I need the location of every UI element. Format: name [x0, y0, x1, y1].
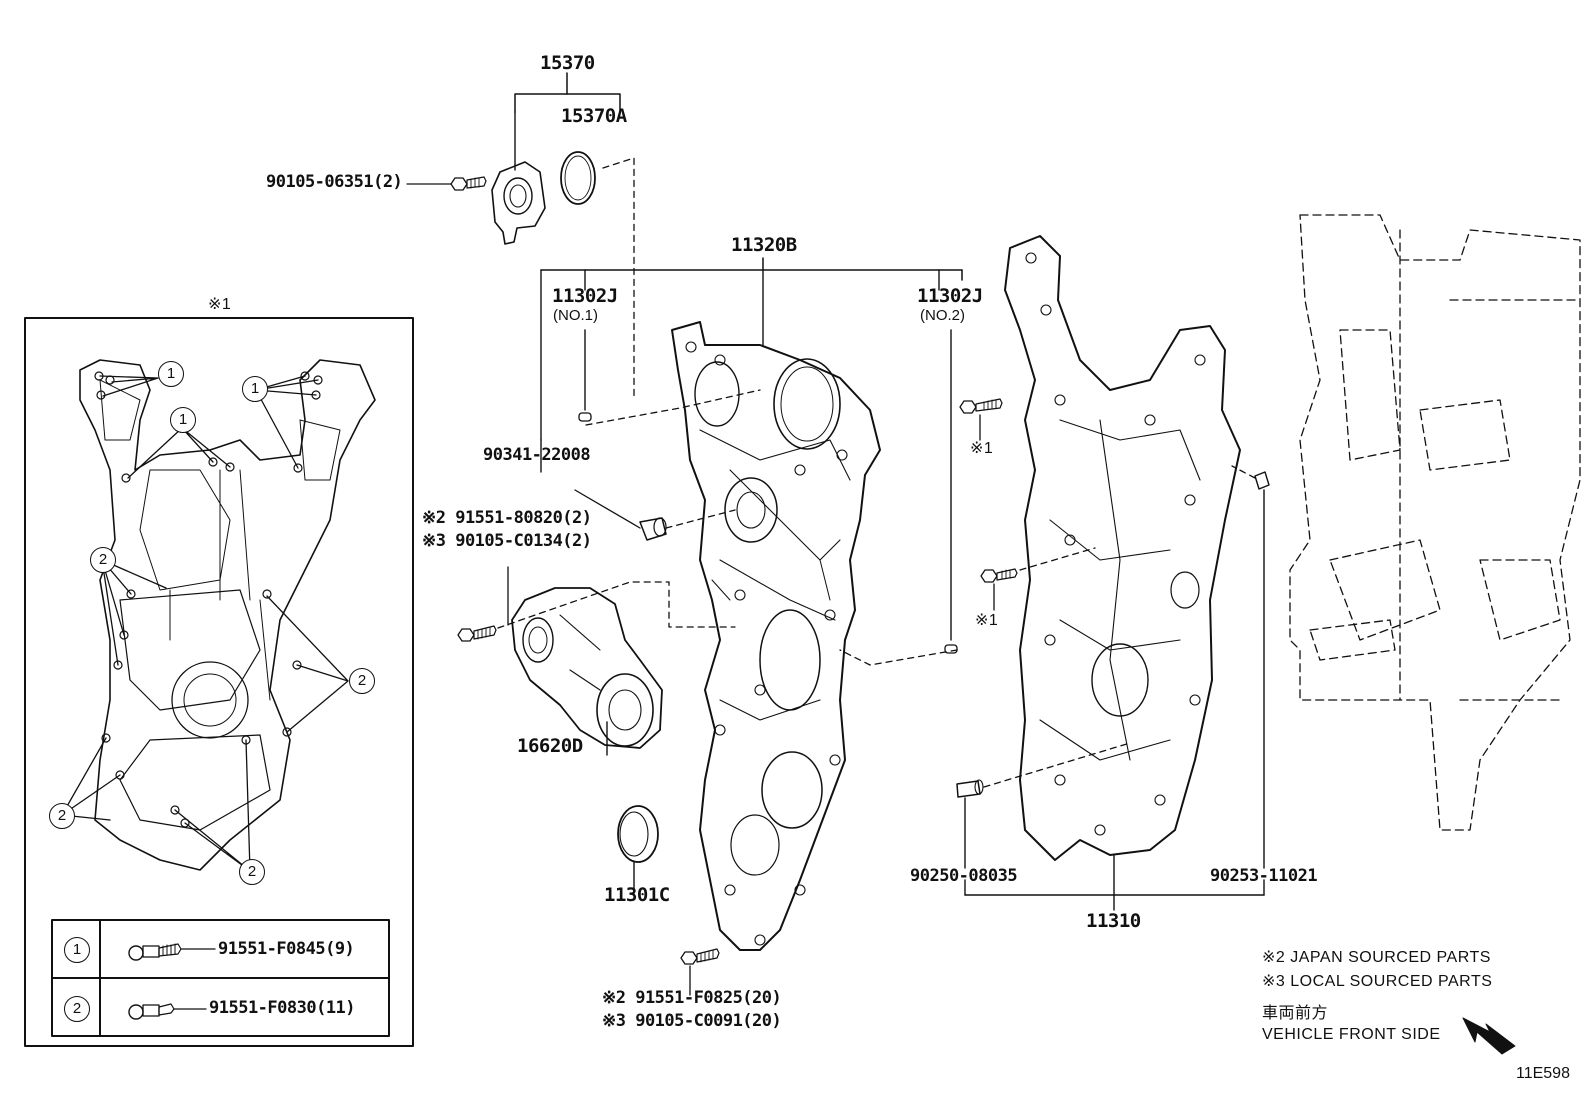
cover-bolt — [680, 948, 720, 996]
label-bolt-jp-f0825: ※2 91551-F0825(20) — [602, 988, 782, 1008]
legend-num-2: 2 — [64, 996, 90, 1022]
callout-1: 1 — [158, 361, 184, 387]
inset-title: ※1 — [208, 296, 232, 313]
oil-seal — [617, 805, 659, 896]
label-11301c: 11301C — [604, 884, 670, 906]
label-no1: (NO.1) — [553, 307, 598, 324]
callout-2: 2 — [49, 803, 75, 829]
callout-2: 2 — [239, 859, 265, 885]
timing-chain-cover — [671, 321, 881, 951]
label-bolt-90105-06351: 90105-06351(2) — [266, 172, 403, 192]
label-bolt-local-c0091: ※3 90105-C0091(20) — [602, 1011, 782, 1031]
label-11320b: 11320B — [731, 234, 797, 256]
label-90250-08035: 90250-08035 — [910, 866, 1018, 886]
legend-part-1: 91551-F0845(9) — [218, 939, 355, 959]
timing-gear-case — [956, 235, 1270, 911]
sensor-body — [491, 161, 546, 245]
callout-2: 2 — [90, 547, 116, 573]
label-15370a: 15370A — [561, 105, 627, 127]
label-11302j-right: 11302J — [917, 285, 983, 307]
note-japan-sourced: ※2 JAPAN SOURCED PARTS — [1262, 949, 1491, 966]
label-90341-22008: 90341-22008 — [483, 445, 591, 465]
label-15370: 15370 — [540, 52, 595, 74]
legend-bolt-2-icon — [128, 1003, 207, 1020]
label-11310: 11310 — [1086, 910, 1141, 932]
sensor-bolt-icon — [450, 176, 487, 191]
label-no2: (NO.2) — [920, 307, 965, 324]
note-front-jp: 車両前方 — [1262, 1005, 1329, 1022]
bolt-legend-table — [51, 919, 390, 1037]
stud-bolt-lower-icon — [980, 568, 1018, 583]
dowel-pin-no1 — [578, 412, 592, 422]
engine-block-phantom — [1289, 214, 1581, 831]
cover-group-bracket — [540, 257, 963, 666]
ref-note-upper: ※1 — [970, 440, 994, 457]
inset-panel — [24, 317, 414, 1047]
pin-90250 — [956, 780, 981, 798]
diagram-code: 11E598 — [1516, 1065, 1570, 1082]
legend-part-2: 91551-F0830(11) — [209, 998, 356, 1018]
plug-90341 — [639, 517, 667, 541]
callout-1: 1 — [242, 376, 268, 402]
dowel-pin-no2 — [944, 644, 958, 654]
label-16620d: 16620D — [517, 735, 583, 757]
callout-1: 1 — [170, 407, 196, 433]
ref-note-lower: ※1 — [975, 612, 999, 629]
inset-cover-outline — [79, 359, 376, 871]
timing-sensor-assembly — [406, 72, 761, 426]
belt-tensioner — [457, 566, 736, 756]
legend-bolt-1-icon — [128, 943, 216, 961]
legend-num-1: 1 — [64, 937, 90, 963]
note-front-en: VEHICLE FRONT SIDE — [1262, 1026, 1441, 1043]
callout-2: 2 — [349, 668, 375, 694]
label-90253-11021: 90253-11021 — [1210, 866, 1318, 886]
pin-90253 — [1254, 471, 1270, 490]
label-bolt-local-c0134: ※3 90105-C0134(2) — [422, 531, 592, 551]
label-bolt-jp-80820: ※2 91551-80820(2) — [422, 508, 592, 528]
label-11302j-left: 11302J — [552, 285, 618, 307]
o-ring — [560, 151, 596, 205]
front-arrow-icon — [1462, 1017, 1516, 1055]
tensioner-bolt-icon — [457, 625, 497, 642]
stud-bolt-upper-icon — [959, 398, 1003, 414]
note-local-sourced: ※3 LOCAL SOURCED PARTS — [1262, 973, 1493, 990]
